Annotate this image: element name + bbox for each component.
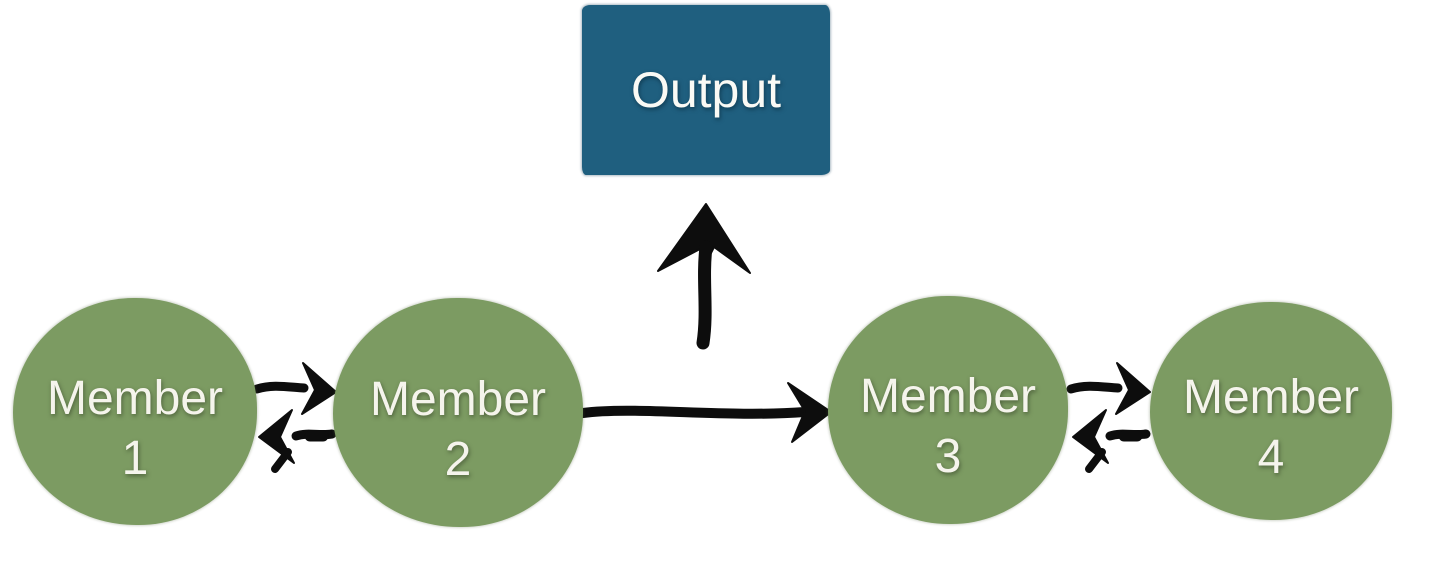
output-label: Output <box>630 62 782 118</box>
member-2-label: Member <box>369 372 547 426</box>
member-3-label: Member <box>859 370 1037 423</box>
bidirectional-arrows-icon <box>252 362 337 473</box>
member-2-node: Member 2 <box>333 298 583 527</box>
member-4-label: Member <box>1182 371 1360 424</box>
arrow-up-icon <box>657 203 751 350</box>
member-2-number: 2 <box>444 432 472 486</box>
member-4-node: Member 4 <box>1150 302 1392 520</box>
arrow-right-icon <box>578 382 832 443</box>
output-node: Output <box>582 5 830 175</box>
bidirectional-arrows-icon <box>1066 362 1151 473</box>
member-1-node: Member 1 <box>13 298 257 525</box>
member-3-number: 3 <box>934 430 962 483</box>
member-1-number: 1 <box>121 431 149 485</box>
member-1-label: Member <box>46 371 224 425</box>
member-3-node: Member 3 <box>828 296 1068 524</box>
member-4-number: 4 <box>1257 431 1285 484</box>
